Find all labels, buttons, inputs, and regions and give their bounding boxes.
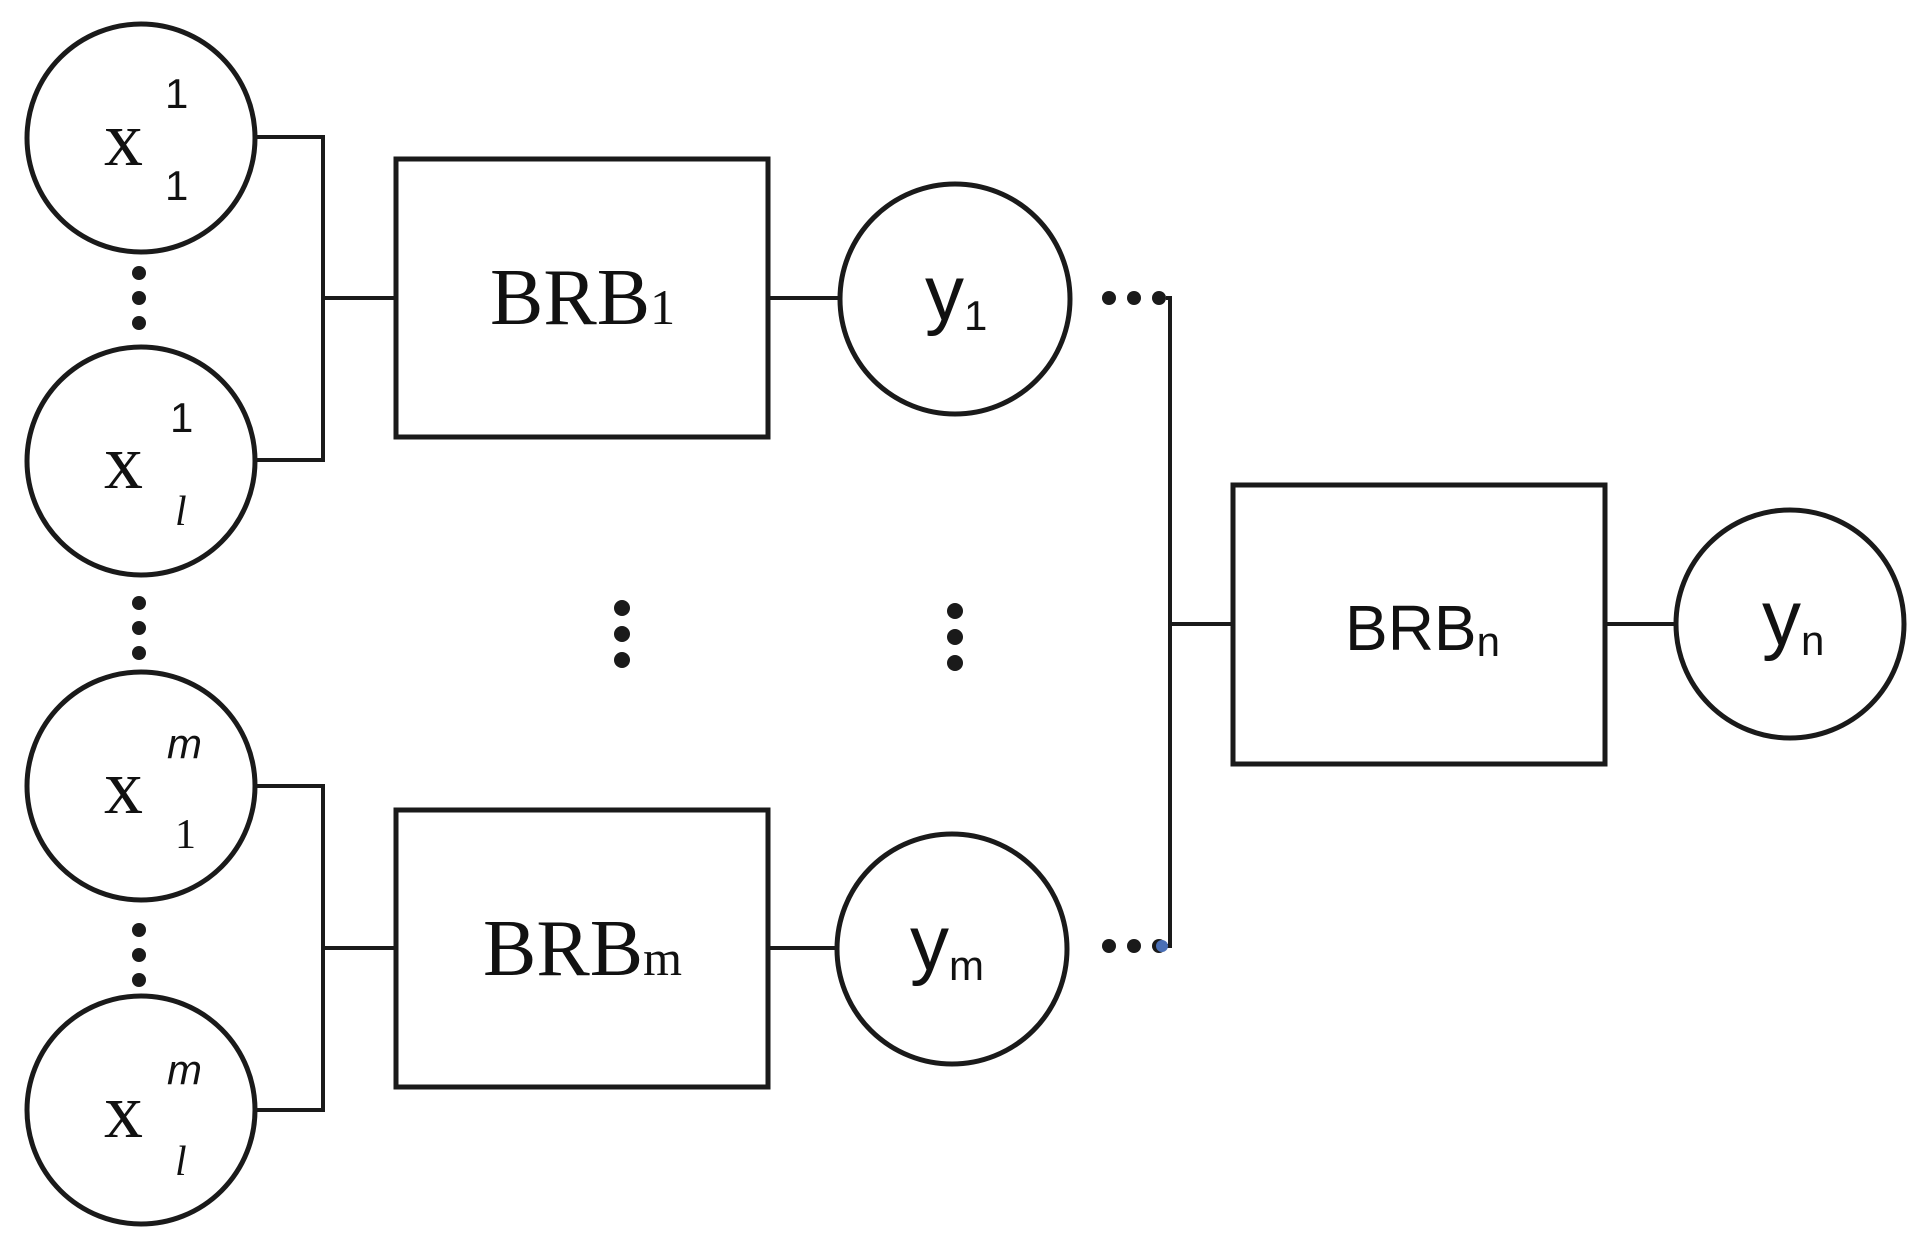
vertical-ellipsis-inputs-top — [132, 266, 146, 330]
input-lower-index: l — [175, 489, 187, 535]
brb-box-m: BRBm — [393, 807, 771, 1090]
vertical-ellipsis-inputs-middle — [132, 596, 146, 660]
vertical-ellipsis-sub-outputs — [947, 603, 963, 671]
svg-text:BRB1: BRB1 — [490, 254, 675, 342]
vertical-ellipsis-inputs-bottom — [132, 923, 146, 987]
brb-label: BRB — [490, 254, 650, 342]
input-base: x — [104, 743, 143, 830]
vertical-ellipsis-brbs — [614, 600, 630, 668]
svg-text:BRBn: BRBn — [1345, 592, 1500, 665]
output-base: y — [1762, 574, 1801, 662]
input-node-x-m-l: x m l — [24, 993, 258, 1227]
output-node-y-1: y1 — [837, 181, 1073, 417]
svg-text:BRBm: BRBm — [483, 905, 682, 993]
input-upper-index: m — [167, 720, 202, 767]
connector-inputs-to-brb-1 — [255, 135, 396, 462]
input-node-x-1-l: x 1 l — [24, 344, 258, 578]
bus-endpoint-dot — [1156, 940, 1168, 952]
output-node-y-n: yn — [1673, 507, 1907, 741]
connector-inputs-to-brb-m — [255, 784, 396, 1112]
input-upper-index: 1 — [170, 394, 193, 441]
input-lower-index: l — [175, 1139, 187, 1185]
input-base: x — [104, 418, 143, 505]
svg-text:ym: ym — [910, 899, 984, 989]
input-node-x-m-1: x m 1 — [24, 669, 258, 903]
connector-sub-outputs-to-brb-n — [1162, 296, 1233, 948]
brb-box-1: BRB1 — [393, 156, 771, 440]
output-base: y — [910, 899, 949, 987]
svg-text:y1: y1 — [925, 249, 987, 339]
input-base: x — [104, 95, 143, 182]
input-base: x — [104, 1067, 143, 1154]
brb-subscript: m — [643, 930, 682, 986]
horizontal-ellipsis-y-1 — [1102, 291, 1166, 305]
input-upper-index: m — [167, 1046, 202, 1093]
brb-subscript: n — [1477, 618, 1500, 665]
output-base: y — [925, 249, 964, 337]
svg-text:yn: yn — [1762, 574, 1824, 664]
output-subscript: n — [1801, 617, 1824, 664]
brb-label: BRB — [1345, 592, 1477, 664]
output-subscript: m — [949, 942, 984, 989]
brb-box-n: BRBn — [1230, 482, 1608, 767]
output-node-y-m: ym — [834, 831, 1070, 1067]
input-lower-index: 1 — [175, 812, 196, 858]
input-node-x-1-1: x 1 1 — [24, 21, 258, 255]
input-upper-index: 1 — [165, 70, 188, 117]
brb-subscript: 1 — [650, 279, 675, 335]
brb-label: BRB — [483, 905, 643, 993]
output-subscript: 1 — [964, 292, 987, 339]
input-lower-index: 1 — [165, 162, 188, 209]
